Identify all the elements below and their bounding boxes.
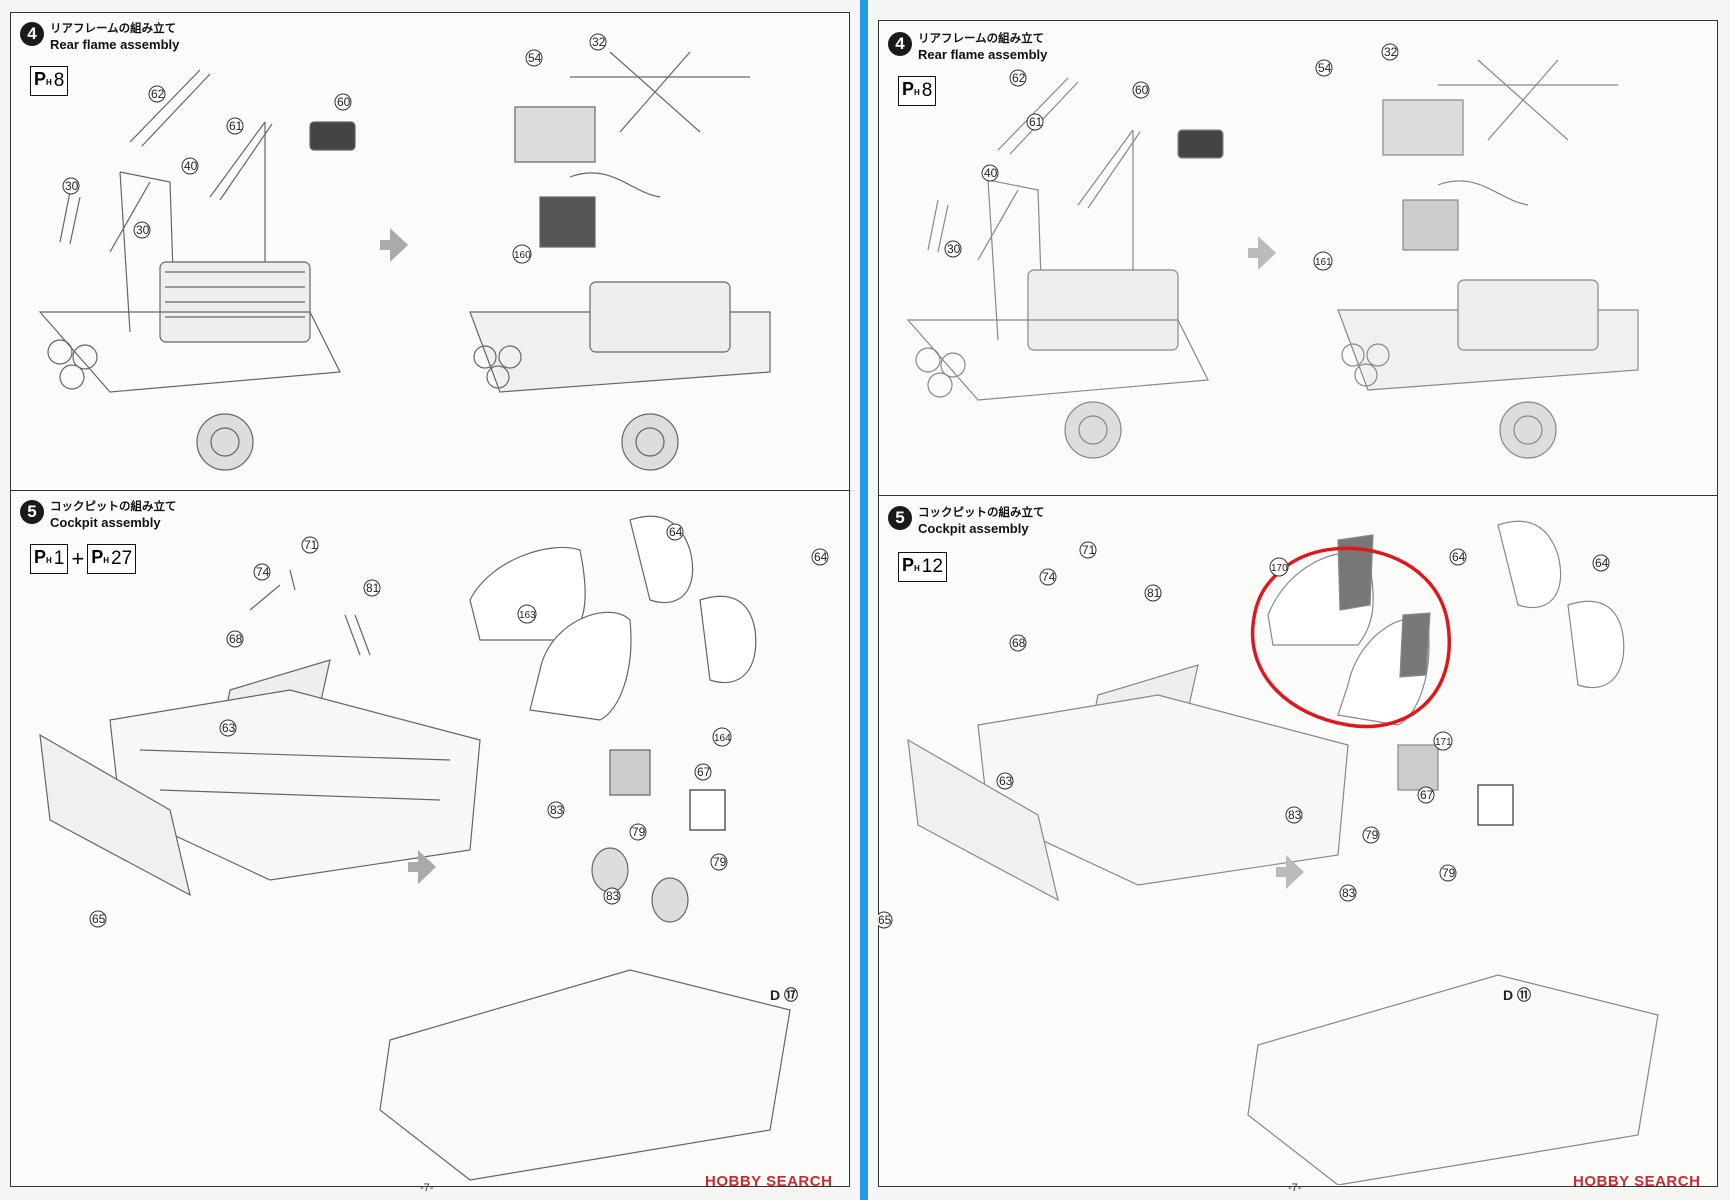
part-number: 79 — [1365, 828, 1379, 842]
page-number: -7- — [420, 1182, 434, 1194]
part-number: 63 — [222, 721, 236, 735]
part-number: 83 — [1342, 886, 1356, 900]
part-number: 40 — [984, 166, 998, 180]
part-number: 160 — [514, 250, 531, 261]
part-number: 164 — [714, 733, 731, 744]
highlight-circle — [1250, 546, 1451, 729]
part-number: 67 — [1420, 788, 1434, 802]
part-number: 74 — [1042, 570, 1056, 584]
part-number: 63 — [999, 774, 1013, 788]
part-number: 83 — [1288, 808, 1302, 822]
part-number: 83 — [606, 889, 620, 903]
step-title-en: Rear flame assembly — [50, 37, 180, 52]
detail-code: D ⑪ — [1503, 987, 1531, 1003]
part-number: 32 — [592, 35, 606, 49]
paint-code: 27 — [111, 548, 133, 569]
left-step4-diagram: 62 60 61 40 30 30 54 32 160 — [38, 33, 771, 471]
part-number: 30 — [65, 179, 79, 193]
part-number: 68 — [1012, 636, 1026, 650]
part-number: 32 — [1384, 45, 1398, 59]
step4-panel — [878, 20, 1718, 497]
part-number: 30 — [947, 242, 961, 256]
part-number: 163 — [519, 610, 536, 621]
part-number: 61 — [229, 119, 243, 133]
step-title-jp: コックピットの組み立て — [918, 507, 1045, 519]
part-number: 61 — [1029, 115, 1043, 129]
part-number: 81 — [366, 581, 380, 595]
paint-separator: + — [71, 546, 85, 571]
part-number: 60 — [337, 95, 351, 109]
detail-code: D ⑰ — [770, 987, 798, 1003]
part-labels: 71 74 81 68 170 64 64 171 63 83 79 67 79… — [878, 541, 1610, 1003]
paint-code: 8 — [53, 70, 65, 91]
step5-heading: 5 コックピットの組み立て Cockpit assembly — [888, 506, 1045, 536]
part-number: 79 — [713, 855, 727, 869]
part-number: 64 — [1452, 550, 1466, 564]
watermark: HOBBY SEARCH — [705, 1173, 833, 1190]
step-number: 4 — [888, 32, 912, 56]
right-step5-diagram: 71 74 81 68 170 64 64 171 63 83 79 67 79… — [878, 520, 1659, 1185]
part-number: 171 — [1435, 737, 1452, 748]
step4-heading: 4 リアフレームの組み立て Rear flame assembly — [888, 32, 1047, 62]
part-number: 79 — [632, 825, 646, 839]
part-number: 64 — [1595, 556, 1609, 570]
part-number: 81 — [1147, 586, 1161, 600]
step4-heading: 4 リアフレームの組み立て Rear flame assembly — [20, 22, 179, 52]
step-title-jp: リアフレームの組み立て — [50, 23, 177, 35]
part-number: 170 — [1271, 563, 1288, 574]
part-number: 71 — [1082, 543, 1096, 557]
part-number: 54 — [528, 51, 542, 65]
part-labels: 71 74 81 68 163 64 64 164 63 83 79 67 79… — [89, 523, 829, 1003]
part-number: 62 — [151, 87, 165, 101]
part-number: 40 — [184, 159, 198, 173]
part-number: 64 — [814, 550, 828, 564]
step-number: 4 — [20, 22, 44, 46]
step-title-en: Cockpit assembly — [50, 515, 161, 530]
part-number: 60 — [1135, 83, 1149, 97]
left-step5-diagram: 71 74 81 68 163 64 64 164 63 83 79 67 79… — [39, 515, 829, 1181]
page-divider — [860, 0, 868, 1200]
paint-code: 8 — [921, 80, 933, 101]
part-number: 62 — [1012, 71, 1026, 85]
watermark: HOBBY SEARCH — [1573, 1173, 1701, 1190]
part-number: 65 — [92, 912, 106, 926]
part-number: 83 — [550, 803, 564, 817]
step-title-jp: コックピットの組み立て — [50, 501, 177, 513]
step-number: 5 — [20, 500, 44, 524]
part-number: 67 — [697, 765, 711, 779]
step-title-en: Cockpit assembly — [918, 521, 1029, 536]
part-number: 68 — [229, 632, 243, 646]
part-number: 71 — [304, 538, 318, 552]
paint-code: 12 — [921, 556, 943, 577]
part-number: 79 — [1442, 866, 1456, 880]
part-number: 65 — [878, 913, 892, 927]
step-number: 5 — [888, 506, 912, 530]
step-title-jp: リアフレームの組み立て — [918, 33, 1045, 45]
step-title-en: Rear flame assembly — [918, 47, 1048, 62]
part-number: 64 — [669, 525, 683, 539]
step5-heading: 5 コックピットの組み立て Cockpit assembly — [20, 500, 177, 530]
page-number: -7- — [1288, 1182, 1302, 1194]
right-step4-diagram: 62 60 61 40 30 30 54 32 161 — [906, 43, 1639, 459]
part-number: 161 — [1315, 257, 1332, 268]
part-number: 74 — [256, 565, 270, 579]
part-labels: 62 60 61 40 30 30 54 32 161 — [944, 43, 1399, 271]
part-number: 30 — [136, 223, 150, 237]
part-labels: 62 60 61 40 30 30 54 32 160 — [62, 33, 607, 264]
part-number: 54 — [1318, 61, 1332, 75]
paint-code: 1 — [53, 548, 65, 569]
